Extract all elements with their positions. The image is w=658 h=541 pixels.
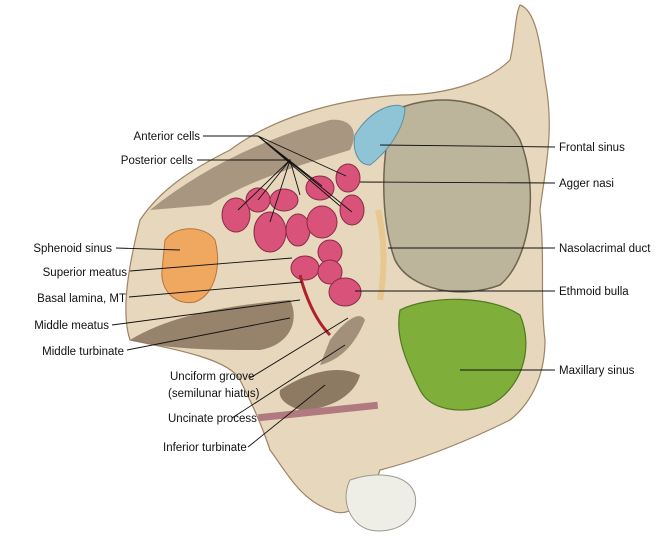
label-ethmoid-bulla: Ethmoid bulla	[559, 286, 629, 298]
label-nasolacrimal-duct: Nasolacrimal duct	[559, 243, 651, 255]
label-agger-nasi: Agger nasi	[559, 178, 614, 190]
label-uncinate-process: Uncinate process	[168, 413, 257, 425]
label-semilunar-hiatus: (semilunar hiatus)	[168, 388, 260, 400]
basal-lamina	[298, 274, 332, 337]
label-sphenoid-sinus: Sphenoid sinus	[33, 243, 112, 255]
label-frontal-sinus: Frontal sinus	[559, 142, 625, 154]
maxillary-sinus	[398, 298, 527, 411]
label-maxillary-sinus: Maxillary sinus	[559, 365, 635, 377]
teeth	[345, 474, 417, 532]
label-superior-meatus: Superior meatus	[43, 267, 128, 279]
middle-turbinate	[130, 300, 294, 350]
inferior-turbinate	[279, 370, 360, 410]
leader-lines	[111, 135, 556, 448]
sphenoid-sinus	[161, 228, 219, 304]
skull-base	[150, 119, 354, 210]
label-middle-turbinate: Middle turbinate	[42, 346, 124, 358]
orbit	[383, 99, 532, 293]
label-inferior-turbinate: Inferior turbinate	[163, 442, 247, 454]
label-posterior-cells: Posterior cells	[121, 155, 193, 167]
frontal-sinus	[353, 104, 406, 166]
ethmoid-cells	[221, 163, 365, 307]
uncinate-process	[320, 316, 365, 365]
label-basal-lamina: Basal lamina, MT	[37, 293, 126, 305]
palate-bar	[258, 401, 379, 422]
label-unciform-groove: Unciform groove	[170, 371, 254, 383]
label-anterior-cells: Anterior cells	[134, 131, 201, 143]
label-middle-meatus: Middle meatus	[34, 320, 109, 332]
